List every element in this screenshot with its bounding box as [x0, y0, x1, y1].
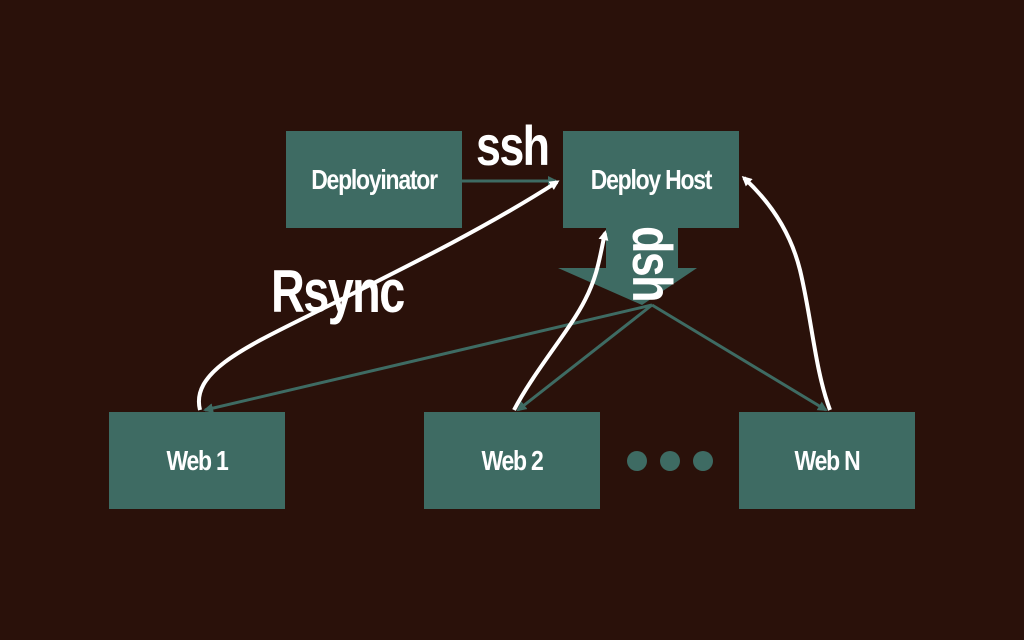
deployinator-box [286, 131, 462, 228]
deploy-host-box [563, 131, 739, 228]
ellipsis-dot-3 [693, 451, 713, 471]
webn-label: Web N [794, 444, 861, 476]
ellipsis-dot-1 [627, 451, 647, 471]
webn-box [739, 412, 915, 509]
dsh-line-web2 [516, 303, 653, 412]
web2-label: Web 2 [481, 444, 543, 476]
web1-label: Web 1 [166, 444, 228, 476]
deployinator-label: Deployinator [311, 163, 438, 195]
deploy-host-label: Deploy Host [590, 163, 713, 195]
dsh-label: dsh [621, 226, 684, 301]
dsh-line-webn [651, 303, 828, 412]
rsync-curve-web1 [196, 180, 560, 411]
dsh-line-web1 [203, 303, 653, 414]
rsync-curve-webn [741, 175, 832, 411]
rsync-label: Rsync [271, 258, 405, 325]
ssh-label: ssh [476, 114, 550, 177]
web1-box [109, 412, 285, 509]
dsh-down-arrow [558, 228, 697, 305]
rsync-curve-web2 [512, 230, 609, 411]
ellipsis-dot-2 [660, 451, 680, 471]
web2-box [424, 412, 600, 509]
